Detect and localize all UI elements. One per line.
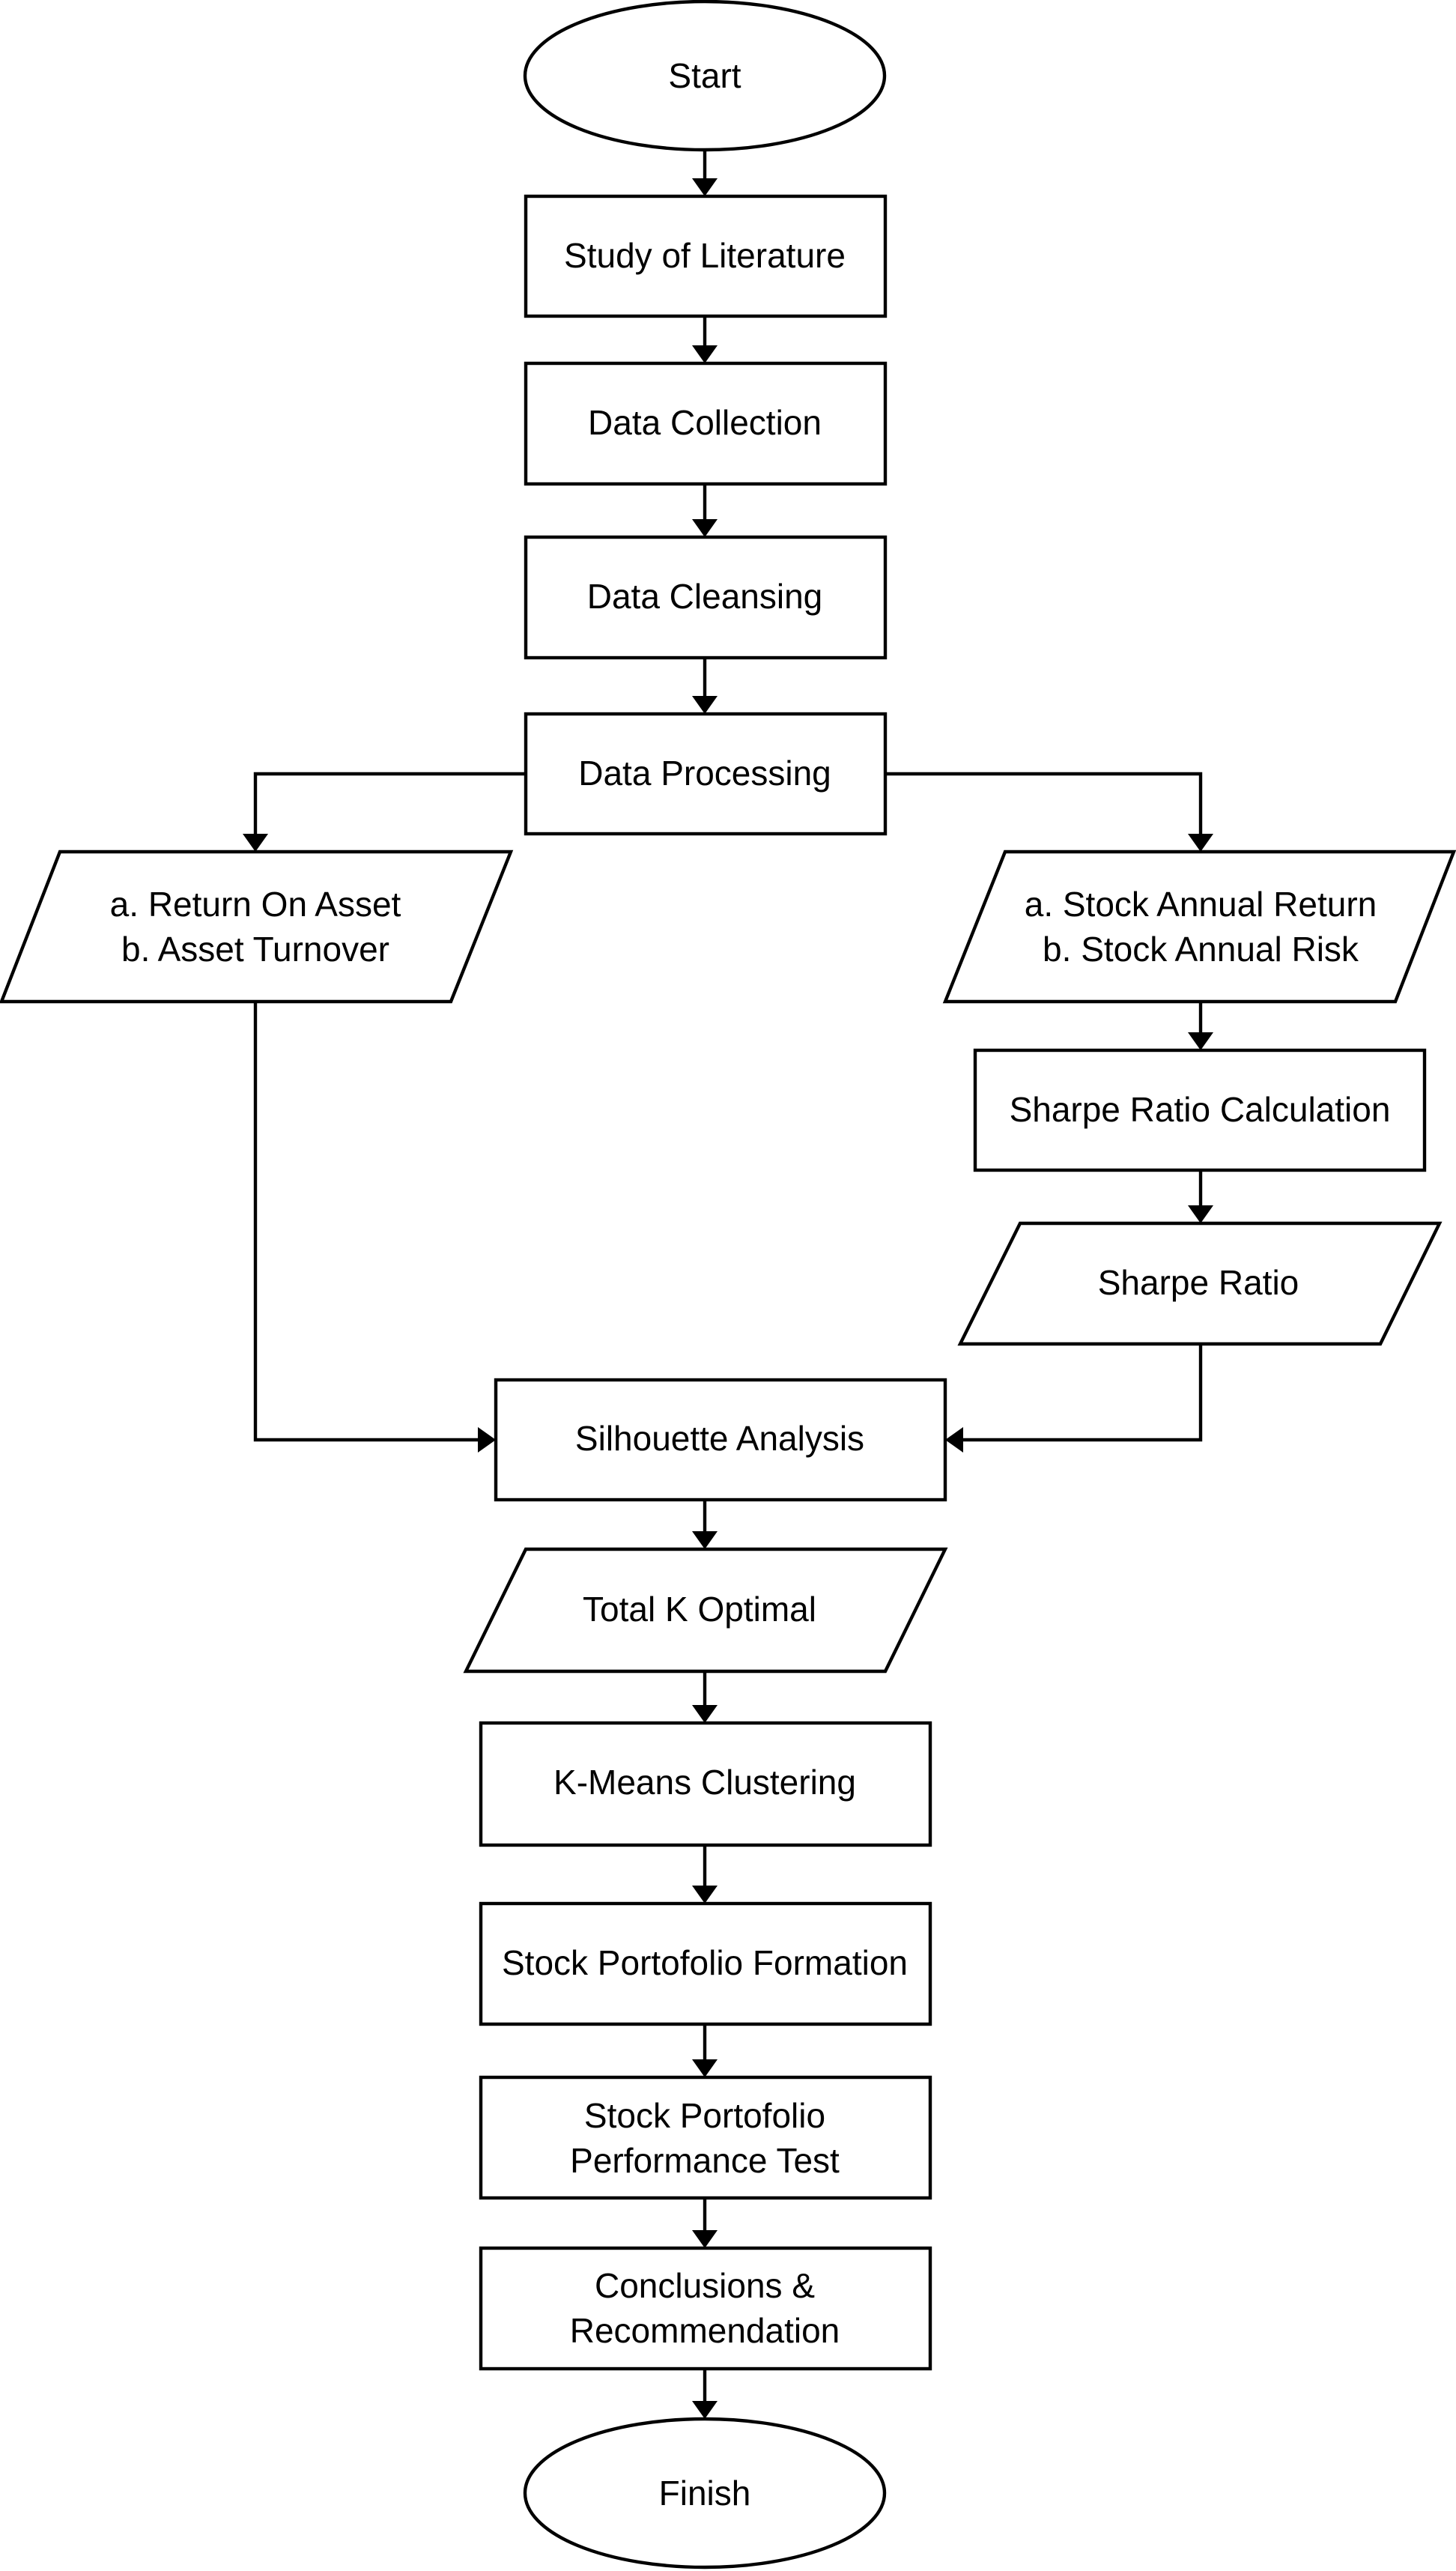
- literature-label: Study of Literature: [564, 236, 846, 275]
- step-study-of-literature: Study of Literature: [524, 194, 888, 318]
- step-performance-test: Stock Portofolio Performance Test: [479, 2075, 932, 2200]
- step-k-means-clustering: K-Means Clustering: [479, 1721, 932, 1847]
- arrowhead: [1188, 1032, 1213, 1050]
- input-right-line-1: a. Stock Annual Return: [1025, 885, 1377, 924]
- arrowhead: [692, 2059, 718, 2077]
- arrowhead: [692, 178, 718, 196]
- step-conclusions: Conclusions & Recommendation: [479, 2246, 932, 2371]
- arrowhead: [945, 1427, 963, 1453]
- arrowhead: [692, 1886, 718, 1904]
- arrowhead: [692, 2230, 718, 2248]
- k-optimal-label: Total K Optimal: [583, 1590, 816, 1629]
- arrowhead: [692, 2401, 718, 2419]
- input-left-line-2: b. Asset Turnover: [121, 930, 389, 969]
- edge-processing-left-input: [253, 772, 526, 835]
- output-total-k-optimal: Total K Optimal: [463, 1547, 948, 1674]
- conclusions-line-1: Conclusions &: [595, 2266, 815, 2305]
- input-right-stock-metrics: a. Stock Annual Return b. Stock Annual R…: [942, 850, 1456, 1004]
- sharpe-calc-label: Sharpe Ratio Calculation: [1010, 1090, 1391, 1129]
- performance-line-2: Performance Test: [570, 2141, 840, 2180]
- arrowhead: [1188, 834, 1213, 852]
- output-sharpe-ratio: Sharpe Ratio: [957, 1221, 1443, 1346]
- arrowhead: [692, 345, 718, 363]
- collection-label: Data Collection: [588, 403, 822, 442]
- input-right-line-2: b. Stock Annual Risk: [1043, 930, 1359, 969]
- edge-sharpe-ratio-silhouette: [962, 1344, 1203, 1442]
- start-terminator: Start: [523, 0, 887, 152]
- start-label: Start: [668, 56, 741, 95]
- arrowhead: [692, 1531, 718, 1549]
- sharpe-ratio-label: Sharpe Ratio: [1098, 1263, 1299, 1302]
- step-portfolio-formation: Stock Portofolio Formation: [479, 1901, 932, 2026]
- step-data-processing: Data Processing: [524, 712, 888, 836]
- input-left-financial-ratios: a. Return On Asset b. Asset Turnover: [0, 850, 514, 1004]
- arrowhead: [243, 834, 268, 852]
- arrowhead: [1188, 1205, 1213, 1223]
- edge-processing-right-input: [885, 772, 1203, 835]
- connectors: [243, 151, 1213, 2419]
- formation-label: Stock Portofolio Formation: [502, 1943, 908, 1982]
- step-silhouette-analysis: Silhouette Analysis: [494, 1378, 947, 1502]
- kmeans-label: K-Means Clustering: [553, 1763, 856, 1802]
- finish-terminator: Finish: [523, 2417, 887, 2570]
- cleansing-label: Data Cleansing: [587, 577, 823, 616]
- finish-label: Finish: [659, 2474, 751, 2513]
- arrowhead: [692, 1705, 718, 1723]
- step-data-cleansing: Data Cleansing: [524, 535, 888, 660]
- input-left-line-1: a. Return On Asset: [110, 885, 401, 924]
- arrowhead: [692, 519, 718, 537]
- edge-left-input-silhouette: [253, 1002, 479, 1442]
- arrowhead: [478, 1427, 496, 1453]
- conclusions-line-2: Recommendation: [570, 2311, 840, 2350]
- step-data-collection: Data Collection: [524, 361, 888, 486]
- processing-label: Data Processing: [578, 754, 831, 793]
- silhouette-label: Silhouette Analysis: [575, 1419, 864, 1458]
- arrowhead: [692, 696, 718, 714]
- performance-line-1: Stock Portofolio: [584, 2096, 825, 2135]
- step-sharpe-ratio-calculation: Sharpe Ratio Calculation: [973, 1048, 1427, 1172]
